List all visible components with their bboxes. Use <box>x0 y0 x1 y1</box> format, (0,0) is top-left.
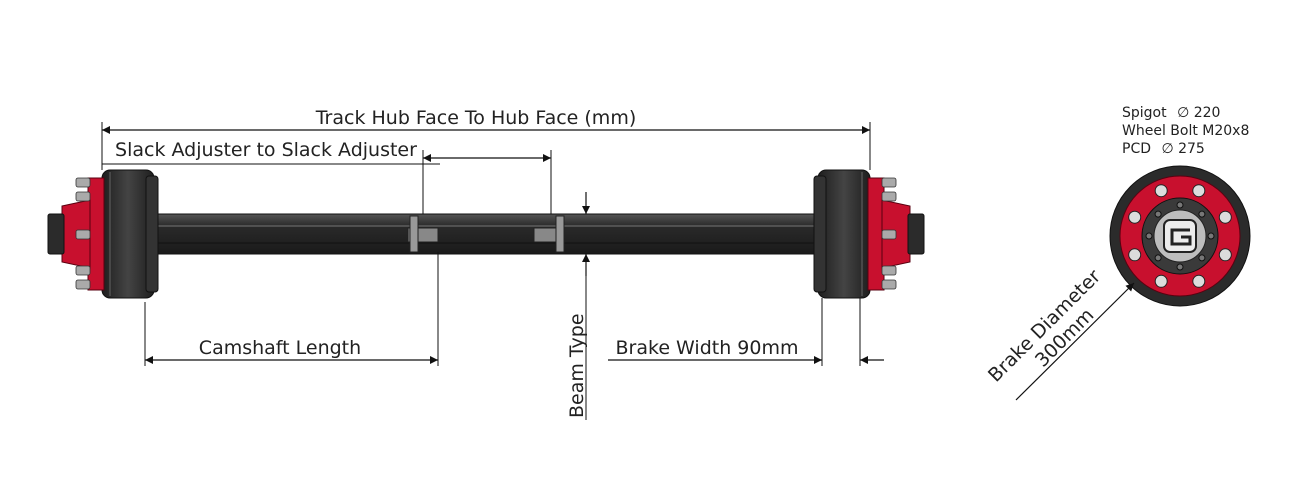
spigot-value: 220 <box>1194 105 1221 121</box>
hub-cap-nut <box>1176 263 1184 271</box>
svg-text:PCD ∅ 275: PCD ∅ 275 <box>1122 141 1205 157</box>
wheel-bolts <box>1128 184 1232 288</box>
wheel-bolt <box>1218 248 1232 262</box>
axle-beam <box>149 213 821 255</box>
hub-specs: Spigot ∅ 220 Wheel Bolt M20x8 PCD ∅ 275 <box>1122 105 1249 157</box>
track-label: Track Hub Face To Hub Face (mm) <box>315 107 637 129</box>
left-brake-drum <box>101 169 159 299</box>
right-hub <box>867 177 925 291</box>
pcd-label: PCD <box>1122 141 1151 157</box>
hub-cap-nut <box>1154 254 1162 262</box>
slack-dimension: Slack Adjuster to Slack Adjuster <box>101 139 552 214</box>
wheel-bolt <box>1128 248 1142 262</box>
wheel-bolt-spec: Wheel Bolt M20x8 <box>1122 123 1249 139</box>
beam-dimension: Beam Type <box>566 192 590 420</box>
hub-cap-nuts <box>1145 201 1215 271</box>
spigot-label: Spigot <box>1122 105 1167 121</box>
brake-width-label: Brake Width 90mm <box>616 337 799 359</box>
brake-diameter-dimension: Brake Diameter 300mm <box>984 265 1135 401</box>
camshaft-dimension: Camshaft Length <box>144 252 439 366</box>
pcd-value: 275 <box>1178 141 1205 157</box>
brake-width-dimension: Brake Width 90mm <box>608 298 884 366</box>
wheel-bolt <box>1218 210 1232 224</box>
beam-label: Beam Type <box>566 313 588 418</box>
svg-text:Spigot ∅ 220: Spigot ∅ 220 <box>1122 105 1220 121</box>
wheel-bolt <box>1154 274 1168 288</box>
g-logo-icon <box>1163 219 1197 253</box>
hub-cap-nut <box>1176 201 1184 209</box>
pcd-diameter-symbol: ∅ <box>1161 141 1173 157</box>
left-hub <box>47 177 105 291</box>
axle-assembly <box>47 169 925 299</box>
spigot-diameter-symbol: ∅ <box>1177 105 1189 121</box>
wheel-bolt <box>1192 184 1206 198</box>
wheel-bolt <box>1154 184 1168 198</box>
hub-cap-nut <box>1207 232 1215 240</box>
right-brake-drum <box>813 169 871 299</box>
hub-cap-nut <box>1145 232 1153 240</box>
camshaft-label: Camshaft Length <box>199 337 361 359</box>
slack-label: Slack Adjuster to Slack Adjuster <box>115 139 417 161</box>
hub-cap-nut <box>1198 210 1206 218</box>
hub-cap-nut <box>1198 254 1206 262</box>
wheel-bolt <box>1128 210 1142 224</box>
hub-cap-nut <box>1154 210 1162 218</box>
wheel-bolt <box>1192 274 1206 288</box>
hub-front-view <box>1109 165 1251 307</box>
